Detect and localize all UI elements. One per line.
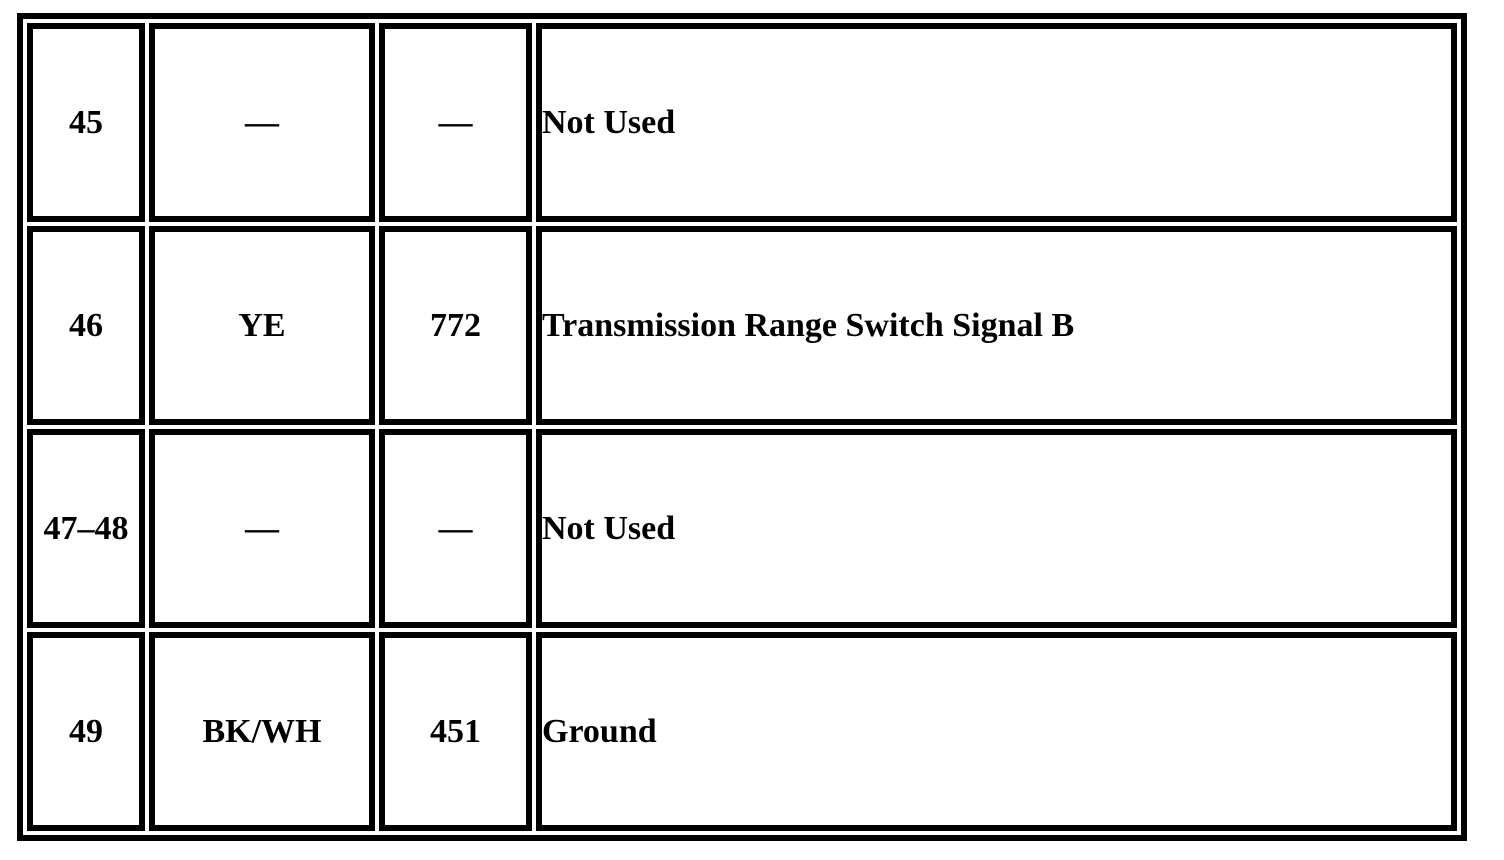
- pin-cell: 45: [27, 23, 145, 222]
- circuit-cell: 772: [379, 226, 532, 425]
- function-cell: Transmission Range Switch Signal B: [536, 226, 1457, 425]
- function-cell: Ground: [536, 632, 1457, 831]
- wire-color-cell: —: [149, 429, 375, 628]
- table-row: 45 — — Not Used: [27, 23, 1457, 222]
- wire-color-cell: —: [149, 23, 375, 222]
- wire-color-cell: BK/WH: [149, 632, 375, 831]
- table-row: 47–48 — — Not Used: [27, 429, 1457, 628]
- pinout-table: 45 — — Not Used 46 YE 772 Transmission R…: [17, 13, 1467, 841]
- function-cell: Not Used: [536, 23, 1457, 222]
- function-cell: Not Used: [536, 429, 1457, 628]
- circuit-cell: —: [379, 23, 532, 222]
- wire-color-cell: YE: [149, 226, 375, 425]
- pin-cell: 47–48: [27, 429, 145, 628]
- circuit-cell: —: [379, 429, 532, 628]
- circuit-cell: 451: [379, 632, 532, 831]
- pin-cell: 49: [27, 632, 145, 831]
- table-row: 49 BK/WH 451 Ground: [27, 632, 1457, 831]
- table-row: 46 YE 772 Transmission Range Switch Sign…: [27, 226, 1457, 425]
- pin-cell: 46: [27, 226, 145, 425]
